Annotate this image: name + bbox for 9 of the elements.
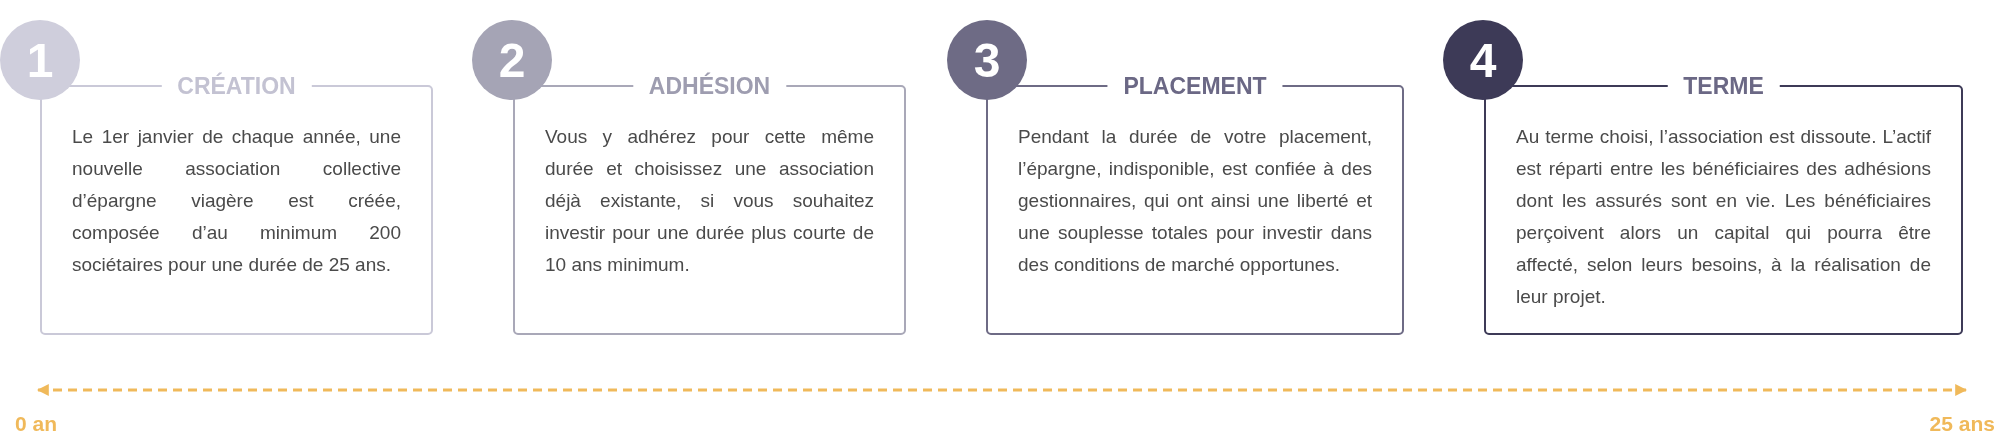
step-description: Le 1er janvier de chaque année, une nouvelle association collective d’épargne viagère est créée, composée d’au minimum 200 sociétaires pour une durée de 25 ans. [72, 125, 401, 277]
step-description: Vous y adhérez pour cette même durée et choisissez une association déjà existante, si vous souhaitez investir pour une durée plus courte de 10 ans minimum. [545, 125, 874, 277]
step-number-circle: 4 [1443, 20, 1523, 100]
timeline-label: 25 ans [1929, 412, 1995, 436]
step-number-circle: 2 [472, 20, 552, 100]
step-description: Au terme choisi, l’association est dissoute. L’actif est réparti entre les bénéficiaires des adhésions dont les assurés sont en vie. Les bénéficiaires perçoivent alors un capital qui pourra être affecté, selon leurs besoins, à la réalisation de leur projet. [1516, 125, 1931, 309]
step-description: Pendant la durée de votre placement, l’épargne, indisponible, est confiée à des gestionnaires, qui ont ainsi une liberté et une souplesse totales pour investir dans des conditions de marché opportunes. [1018, 125, 1372, 277]
timeline-label: 0 an [15, 412, 58, 436]
step-number-circle: 3 [947, 20, 1027, 100]
